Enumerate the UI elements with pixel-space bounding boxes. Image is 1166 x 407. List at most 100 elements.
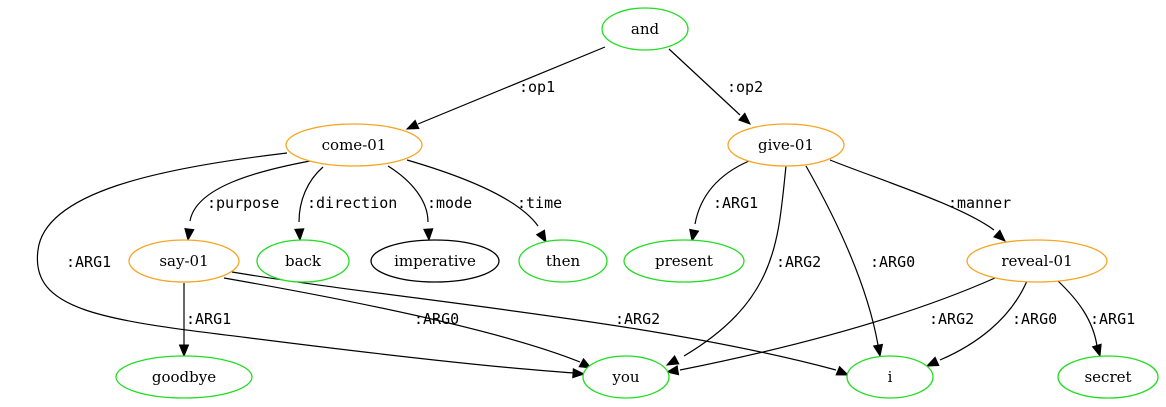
- arrowhead: [423, 228, 434, 242]
- edge-label: :ARG2: [929, 310, 974, 328]
- arrowhead: [572, 367, 586, 379]
- edge-line: [1057, 280, 1098, 347]
- node-ellipse: [370, 239, 500, 283]
- node-label: say-01: [159, 252, 208, 270]
- edge-line: [36, 152, 575, 374]
- node-ellipse: [128, 239, 240, 283]
- edge-give01-you: :ARG2: [665, 165, 821, 366]
- edge-line: [668, 48, 741, 116]
- arrowhead: [578, 357, 593, 369]
- edge-and-give01: :op2: [668, 48, 763, 125]
- edge-come01-you: :ARG1: [36, 152, 586, 379]
- edge-reveal01-i: :ARG0: [925, 280, 1057, 367]
- node-say01: say-01: [128, 239, 240, 283]
- node-label: you: [611, 368, 640, 386]
- arrowhead: [665, 354, 680, 366]
- edge-label: :op1: [519, 78, 555, 96]
- node-ellipse: [623, 239, 745, 283]
- node-label: give-01: [758, 136, 814, 154]
- node-goodbye: goodbye: [115, 355, 253, 399]
- node-label: and: [631, 20, 660, 38]
- node-come01: come-01: [285, 123, 423, 167]
- node-ellipse: [256, 239, 350, 283]
- edge-line: [298, 166, 324, 223]
- arrowhead: [992, 229, 1006, 242]
- edge-reveal01-you: :ARG2: [665, 277, 996, 376]
- node-label: imperative: [394, 252, 476, 270]
- node-ellipse: [1057, 355, 1159, 399]
- node-ellipse: [846, 355, 934, 399]
- edge-line: [417, 46, 606, 125]
- node-label: secret: [1084, 368, 1131, 386]
- edge-give01-i: :ARG0: [805, 165, 915, 358]
- edge-line: [694, 160, 750, 225]
- edge-line: [231, 271, 837, 371]
- node-label: then: [546, 252, 581, 270]
- arrowhead: [294, 228, 305, 242]
- arrowhead: [535, 229, 547, 244]
- node-i: i: [846, 355, 934, 399]
- arrowhead: [184, 227, 195, 242]
- node-ellipse: [601, 7, 689, 51]
- edge-label: :ARG2: [776, 253, 821, 271]
- node-imperative: imperative: [370, 239, 500, 283]
- edge-label: :purpose: [207, 194, 279, 212]
- edge-line: [939, 280, 1028, 361]
- edge-label: :ARG2: [615, 310, 660, 328]
- arrowhead: [872, 343, 884, 358]
- edge-label: :direction: [307, 194, 397, 212]
- edge-say01-goodbye: :ARG1: [178, 283, 231, 358]
- arrowhead: [178, 344, 190, 358]
- node-back: back: [256, 239, 350, 283]
- arrowhead: [689, 228, 700, 243]
- node-label: present: [655, 252, 713, 270]
- node-then: then: [518, 239, 608, 283]
- node-ellipse: [966, 239, 1108, 283]
- edge-label: :ARG0: [870, 253, 915, 271]
- node-you: you: [582, 355, 670, 399]
- edge-label: :mode: [427, 194, 472, 212]
- node-and: and: [601, 7, 689, 51]
- arrowhead: [405, 119, 420, 130]
- edge-label: :ARG0: [414, 310, 459, 328]
- edge-come01-imperative: :mode: [387, 165, 472, 242]
- edge-say01-you: :ARG0: [223, 277, 593, 369]
- edge-reveal01-secret: :ARG1: [1057, 280, 1135, 358]
- edge-and-come01: :op1: [405, 46, 606, 130]
- edge-say01-i: :ARG2: [231, 271, 850, 376]
- node-give01: give-01: [727, 123, 845, 167]
- node-ellipse: [115, 355, 253, 399]
- edge-line: [387, 165, 429, 223]
- edge-label: :manner: [948, 194, 1011, 212]
- edge-line: [829, 159, 995, 231]
- edge-come01-say01: :purpose: [184, 160, 311, 242]
- node-label: back: [285, 252, 322, 270]
- edge-label: :ARG1: [713, 194, 758, 212]
- edge-label: :ARG1: [186, 310, 231, 328]
- edge-label: :ARG1: [66, 253, 111, 271]
- edge-line: [679, 277, 996, 371]
- edge-line: [805, 165, 879, 346]
- edge-give01-present: :ARG1: [689, 160, 758, 243]
- node-ellipse: [518, 239, 608, 283]
- arrowhead: [1091, 343, 1102, 358]
- edge-line: [223, 277, 581, 363]
- edge-come01-back: :direction: [294, 166, 397, 242]
- node-present: present: [623, 239, 745, 283]
- edge-come01-then: :time: [406, 159, 562, 244]
- node-secret: secret: [1057, 355, 1159, 399]
- node-ellipse: [582, 355, 670, 399]
- node-ellipse: [285, 123, 423, 167]
- edge-line: [406, 159, 539, 227]
- arrowhead: [665, 365, 680, 376]
- edge-line: [189, 160, 311, 222]
- arrowhead: [737, 112, 751, 125]
- edge-give01-reveal01: :manner: [829, 159, 1011, 242]
- node-label: reveal-01: [1001, 252, 1072, 270]
- edge-label: :time: [517, 194, 562, 212]
- node-label: come-01: [322, 136, 387, 154]
- node-label: goodbye: [152, 368, 216, 386]
- edge-label: :op2: [727, 78, 763, 96]
